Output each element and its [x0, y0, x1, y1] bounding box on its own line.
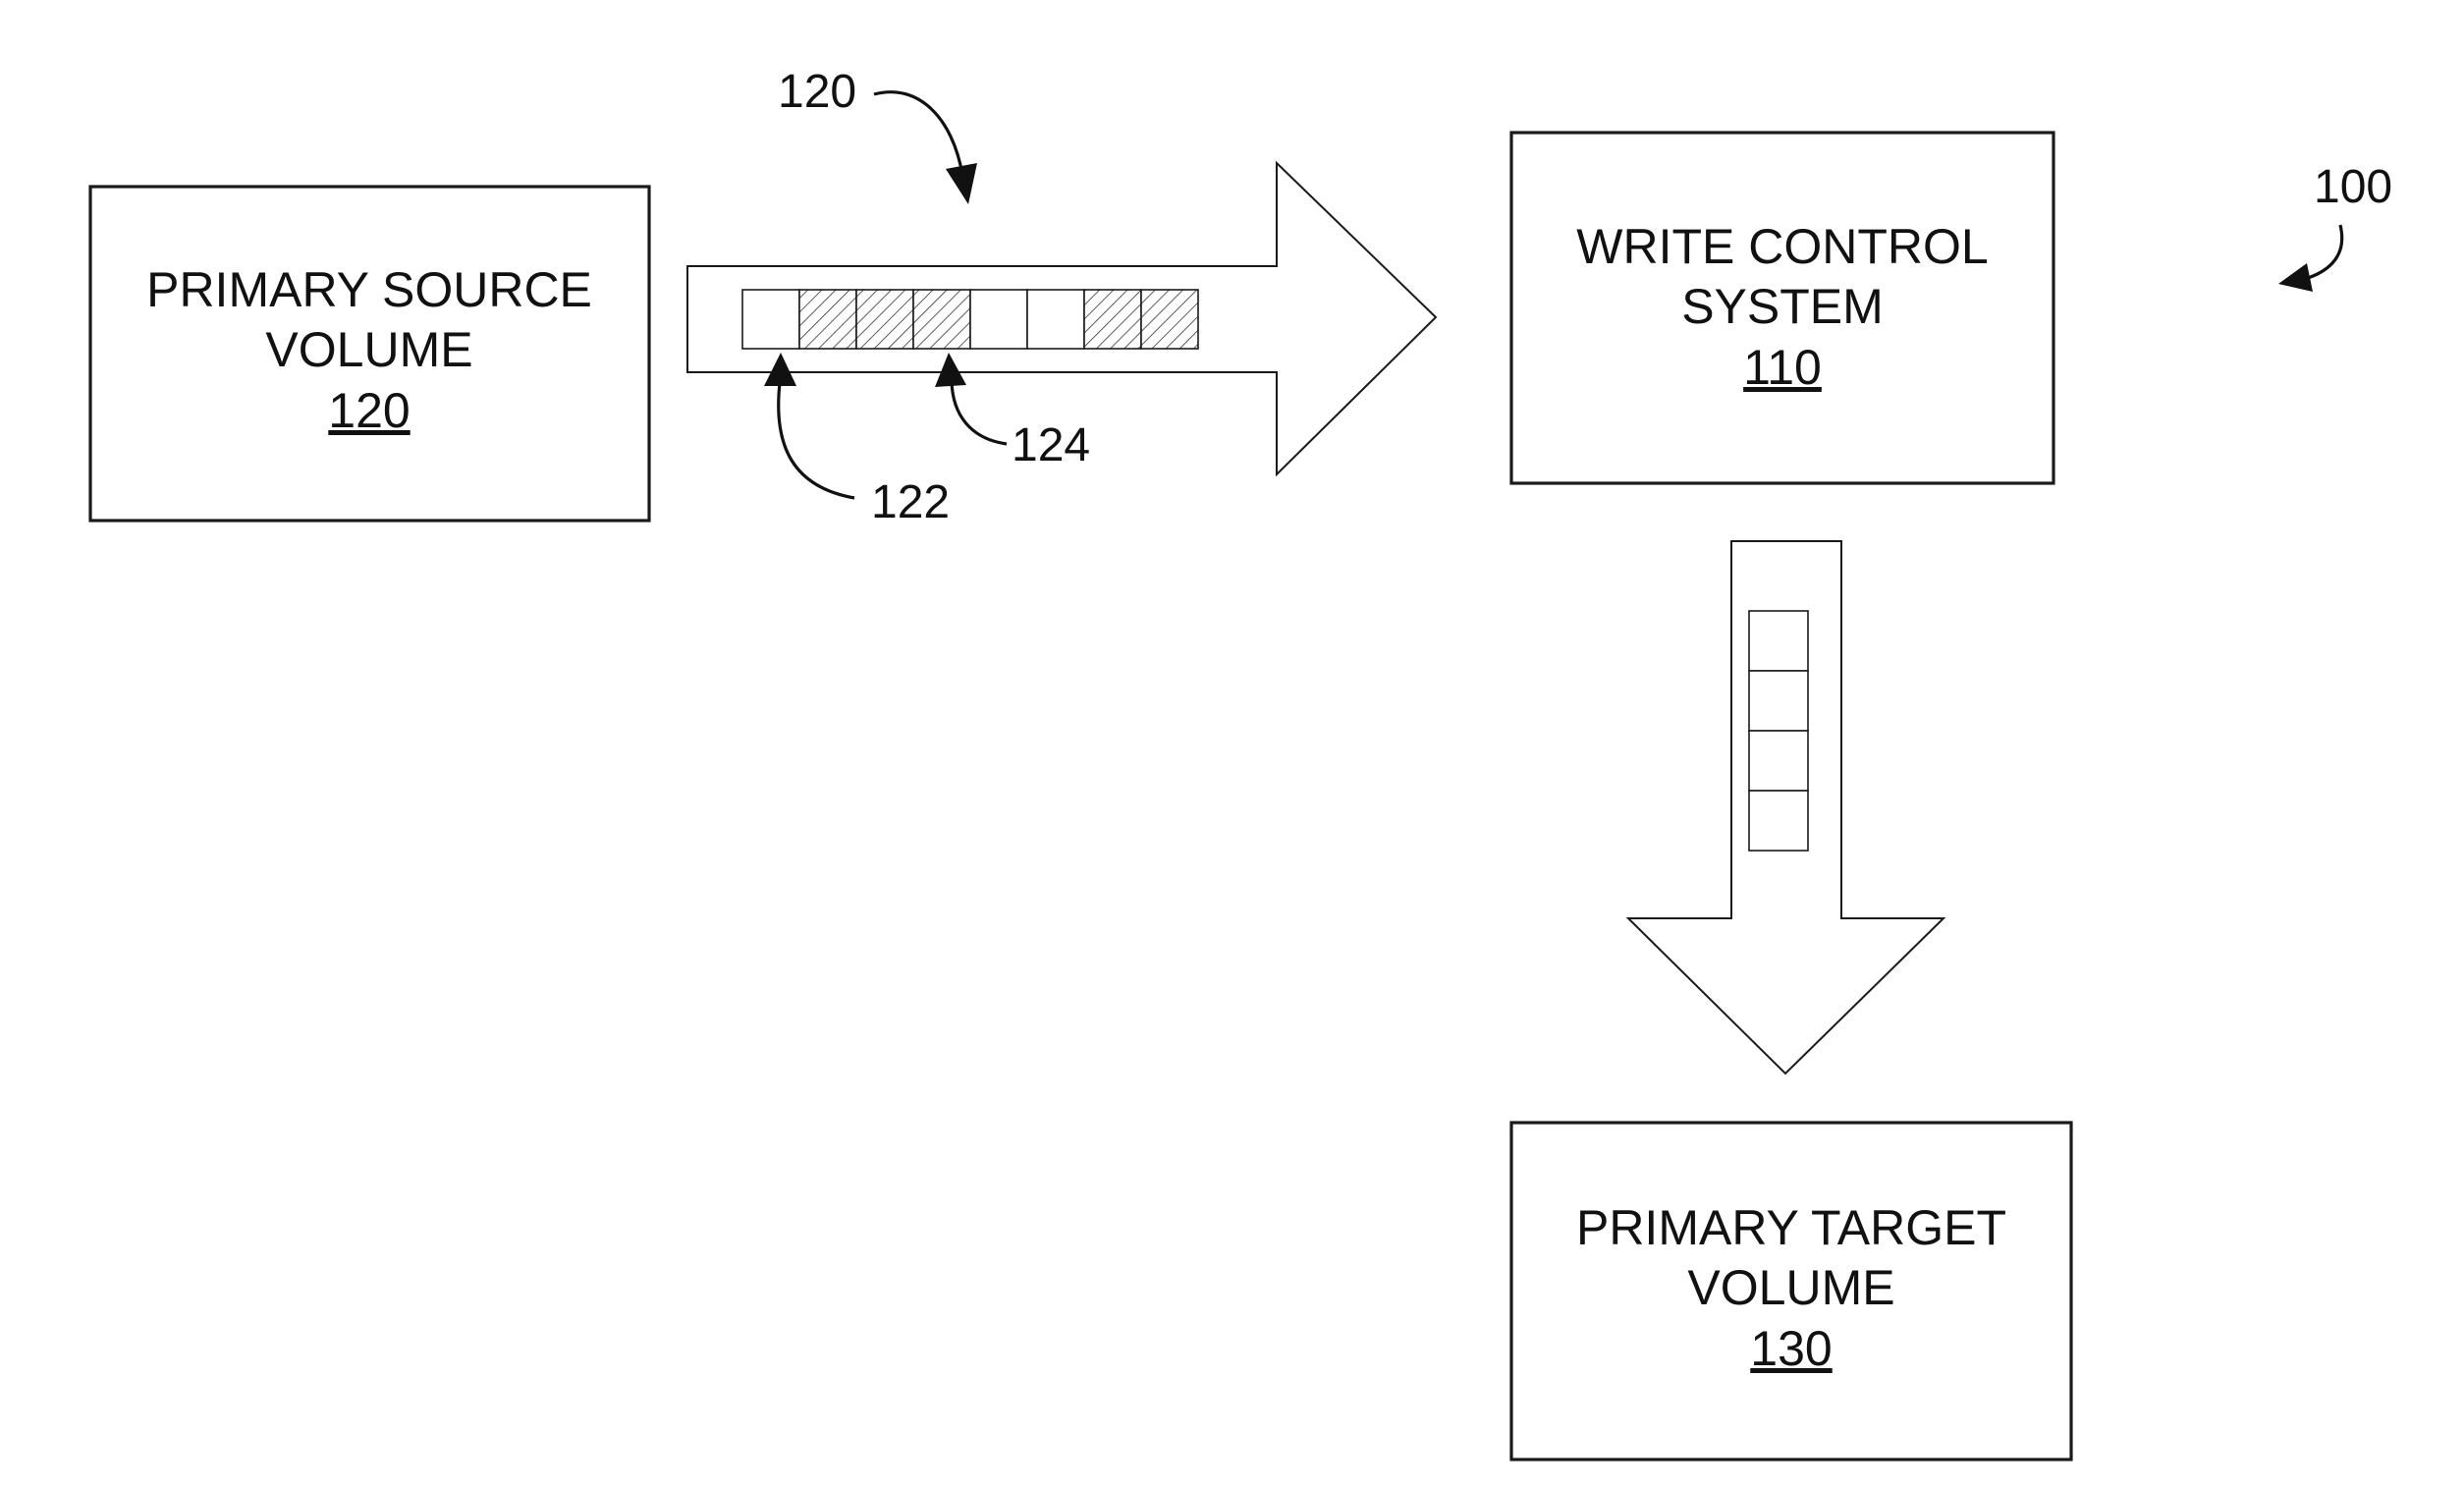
block-ref-124-label: 124: [1012, 419, 1090, 471]
data-block-empty: [1027, 290, 1084, 349]
write-control-system-line2: SYSTEM: [1681, 279, 1884, 334]
primary-target-volume-line2: VOLUME: [1687, 1260, 1894, 1315]
primary-target-volume-ref: 130: [1750, 1321, 1832, 1376]
primary-source-volume-line1: PRIMARY SOURCE: [146, 262, 592, 317]
primary-target-volume-box: PRIMARY TARGET VOLUME 130: [1511, 1123, 2071, 1460]
data-block-empty: [1749, 611, 1808, 671]
data-block-empty: [1749, 671, 1808, 731]
data-block-hatched: [1084, 290, 1141, 349]
stream-ref-leader: [874, 92, 962, 175]
block-ref-122-leader: [779, 383, 854, 498]
write-control-system-ref: 110: [1743, 340, 1822, 395]
output-blocks: [1749, 611, 1808, 851]
primary-source-volume-ref: 120: [328, 383, 410, 438]
figure-ref-arrowhead: [2278, 263, 2313, 292]
write-stream-blocks: [742, 290, 1198, 349]
stream-ref-label: 120: [778, 66, 856, 118]
data-block-hatched: [1141, 290, 1198, 349]
stream-ref-callout: 120: [778, 66, 977, 204]
primary-source-volume-box: PRIMARY SOURCE VOLUME 120: [90, 187, 649, 521]
figure-ref-label: 100: [2314, 161, 2392, 213]
data-block-empty: [1749, 731, 1808, 791]
data-block-empty: [970, 290, 1027, 349]
primary-source-volume-line2: VOLUME: [265, 322, 472, 377]
block-ref-124-leader: [952, 381, 1007, 444]
output-arrow: [1628, 541, 1944, 1074]
write-control-system-line1: WRITE CONTROL: [1576, 219, 1988, 274]
primary-target-volume-line1: PRIMARY TARGET: [1576, 1200, 2006, 1255]
write-control-system-box: WRITE CONTROL SYSTEM 110: [1511, 133, 2053, 483]
data-block-hatched: [856, 290, 913, 349]
data-block-hatched: [799, 290, 856, 349]
data-block-empty: [742, 290, 799, 349]
block-ref-122-callout: 122: [764, 353, 950, 528]
block-ref-122-label: 122: [871, 476, 950, 528]
data-block-hatched: [913, 290, 970, 349]
figure-ref-callout: 100: [2278, 161, 2392, 292]
data-block-empty: [1749, 791, 1808, 851]
stream-ref-arrowhead: [946, 163, 977, 204]
